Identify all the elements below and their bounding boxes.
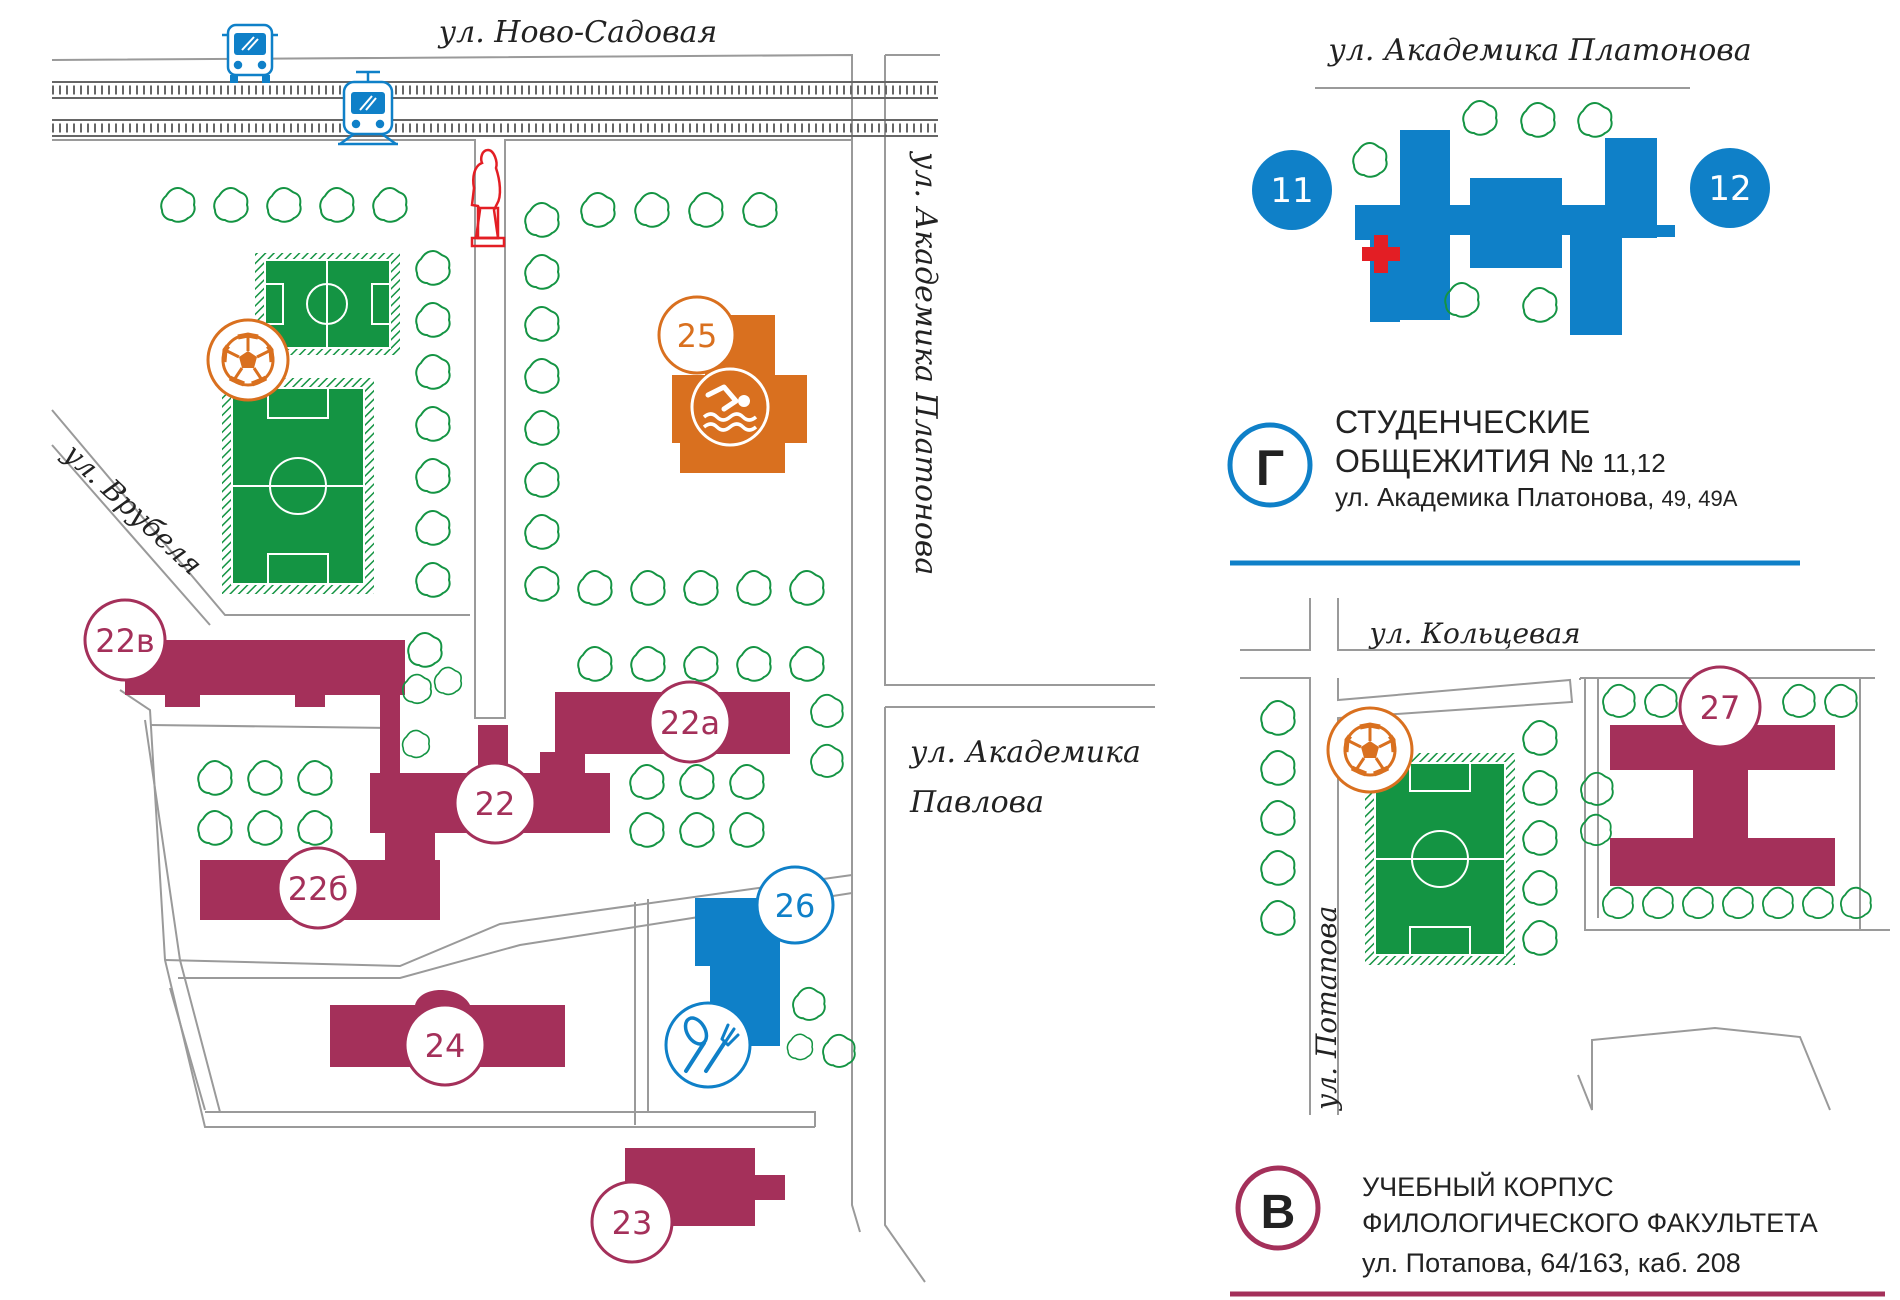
svg-text:24: 24 bbox=[425, 1027, 466, 1065]
swimming-icon bbox=[690, 367, 770, 447]
football-field-philology bbox=[1365, 753, 1515, 965]
philology-letter-badge: В bbox=[1235, 1165, 1321, 1251]
building-label-11: 11 bbox=[1252, 150, 1332, 230]
svg-text:22в: 22в bbox=[95, 622, 155, 660]
building-label-22: 22 bbox=[453, 761, 537, 845]
building-label-26: 26 bbox=[755, 865, 835, 945]
restaurant-icon bbox=[664, 1001, 752, 1089]
svg-text:12: 12 bbox=[1708, 169, 1751, 209]
svg-text:22б: 22б bbox=[288, 870, 348, 908]
street-vrubelya: ул. Врубеля bbox=[56, 436, 209, 582]
street-novo-sadovaya: ул. Ново-Садовая bbox=[437, 15, 718, 50]
svg-text:22а: 22а bbox=[660, 704, 720, 742]
building-22v bbox=[125, 640, 405, 775]
philology-title-line2: ФИЛОЛОГИЧЕСКОГО ФАКУЛЬТЕТА bbox=[1362, 1208, 1818, 1238]
railway bbox=[52, 81, 938, 137]
dorms-letter-badge: Г bbox=[1227, 422, 1313, 508]
street-akad-pavlova-line2: Павлова bbox=[909, 785, 1044, 820]
dorms-address: ул. Академика Платонова, 49, 49А bbox=[1335, 482, 1738, 512]
football-icon bbox=[1326, 706, 1414, 794]
football-icon bbox=[206, 318, 290, 402]
dorm-buildings bbox=[1355, 130, 1675, 335]
bus-icon bbox=[222, 23, 278, 83]
svg-text:11: 11 bbox=[1270, 171, 1313, 211]
building-label-24: 24 bbox=[403, 1003, 487, 1087]
street-akad-platonova-vertical: ул. Академика Платонова bbox=[908, 150, 943, 575]
building-label-12: 12 bbox=[1690, 148, 1770, 228]
football-field-small bbox=[255, 253, 400, 355]
dorms-title-line1: СТУДЕНЧЕСКИЕ bbox=[1335, 404, 1590, 440]
svg-text:Г: Г bbox=[1256, 440, 1284, 496]
philology-title-line1: УЧЕБНЫЙ КОРПУС bbox=[1362, 1171, 1614, 1202]
building-27 bbox=[1610, 725, 1835, 886]
football-field-large bbox=[222, 378, 374, 594]
street-akad-pavlova-line1: ул. Академика bbox=[908, 735, 1141, 770]
dorms-title-line2: ОБЩЕЖИТИЯ № 11,12 bbox=[1335, 443, 1666, 479]
svg-text:26: 26 bbox=[775, 887, 816, 925]
building-label-22v: 22в bbox=[83, 598, 167, 682]
svg-text:22: 22 bbox=[475, 785, 516, 823]
monument-icon bbox=[470, 148, 506, 248]
philology-address: ул. Потапова, 64/163, каб. 208 bbox=[1362, 1248, 1741, 1278]
building-label-27: 27 bbox=[1678, 665, 1762, 749]
street-akad-platonova-top: ул. Академика Платонова bbox=[1326, 33, 1751, 68]
building-label-22a: 22а bbox=[648, 680, 732, 764]
svg-text:В: В bbox=[1261, 1186, 1296, 1239]
street-koltsevaya: ул. Кольцевая bbox=[1367, 617, 1580, 650]
street-potapova: ул. Потапова bbox=[1310, 906, 1343, 1112]
building-label-22b: 22б bbox=[276, 846, 360, 930]
road-network bbox=[51, 53, 1155, 1283]
building-label-25: 25 bbox=[657, 295, 737, 375]
svg-text:23: 23 bbox=[612, 1204, 653, 1242]
tram-icon bbox=[338, 70, 398, 146]
first-aid-icon bbox=[1362, 235, 1400, 273]
building-label-23: 23 bbox=[590, 1180, 674, 1264]
svg-text:27: 27 bbox=[1700, 689, 1741, 727]
svg-text:25: 25 bbox=[677, 317, 718, 355]
